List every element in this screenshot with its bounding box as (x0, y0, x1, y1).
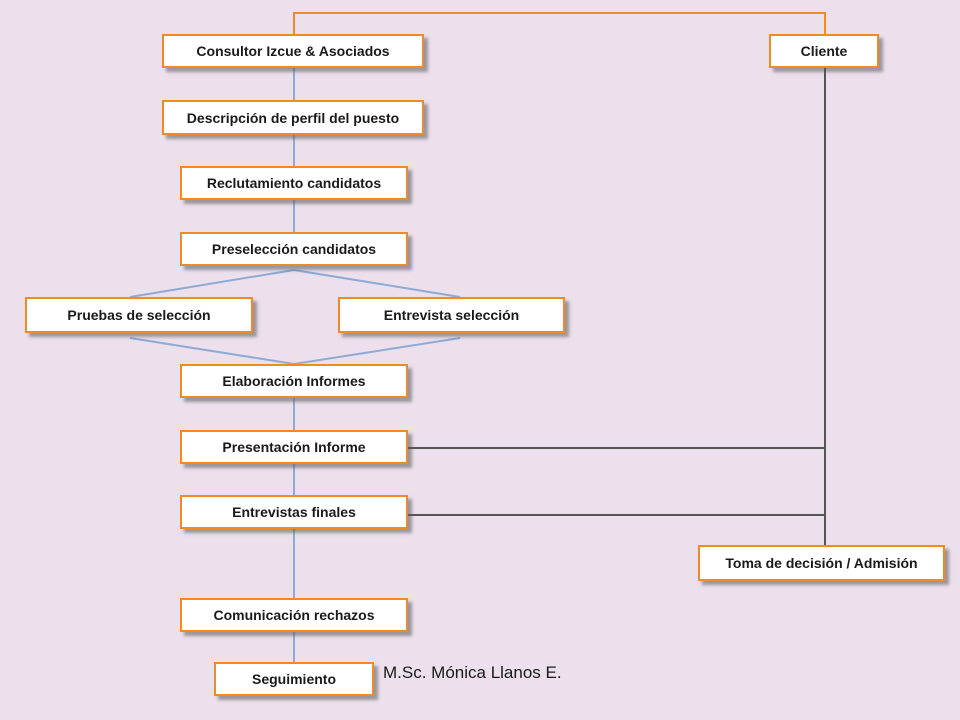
consultor-node: Consultor Izcue & Asociados (162, 34, 424, 68)
preseleccion-label: Preselección candidatos (211, 241, 377, 257)
cliente-label: Cliente (800, 43, 848, 59)
cliente-node: Cliente (769, 34, 879, 68)
seguimiento-label: Seguimiento (251, 671, 336, 687)
descripcion-label: Descripción de perfil del puesto (186, 109, 400, 126)
presentacion-node: Presentación Informe (180, 430, 408, 464)
pruebas-label: Pruebas de selección (67, 307, 211, 323)
consultor-cliente-link (293, 12, 826, 34)
flow-line-entrevista-elaboracion (293, 337, 461, 365)
seguimiento-node: Seguimiento (214, 662, 374, 696)
flow-line-preseleccion-entrevista (293, 269, 461, 298)
toma-decision-label: Toma de decisión / Admisión (725, 555, 918, 571)
reclutamiento-node: Reclutamiento candidatos (180, 166, 408, 200)
entrevistas-finales-label: Entrevistas finales (232, 504, 356, 520)
comunicacion-label: Comunicación rechazos (213, 607, 375, 623)
presentacion-label: Presentación Informe (222, 439, 366, 455)
descripcion-node: Descripción de perfil del puesto (162, 100, 424, 135)
consultor-label: Consultor Izcue & Asociados (196, 43, 390, 59)
toma-decision-node: Toma de decisión / Admisión (698, 545, 945, 581)
entrevistas-finales-node: Entrevistas finales (180, 495, 408, 529)
entrevista-node: Entrevista selección (338, 297, 565, 333)
author-credit: M.Sc. Mónica Llanos E. (383, 663, 562, 682)
elaboracion-label: Elaboración Informes (222, 373, 366, 389)
reclutamiento-label: Reclutamiento candidatos (206, 175, 382, 191)
flow-line-pruebas-elaboracion (129, 337, 295, 365)
entrevista-label: Entrevista selección (383, 307, 520, 323)
elaboracion-node: Elaboración Informes (180, 364, 408, 398)
comunicacion-node: Comunicación rechazos (180, 598, 408, 632)
preseleccion-node: Preselección candidatos (180, 232, 408, 266)
pruebas-node: Pruebas de selección (25, 297, 253, 333)
flow-line-preseleccion-pruebas (129, 269, 295, 298)
